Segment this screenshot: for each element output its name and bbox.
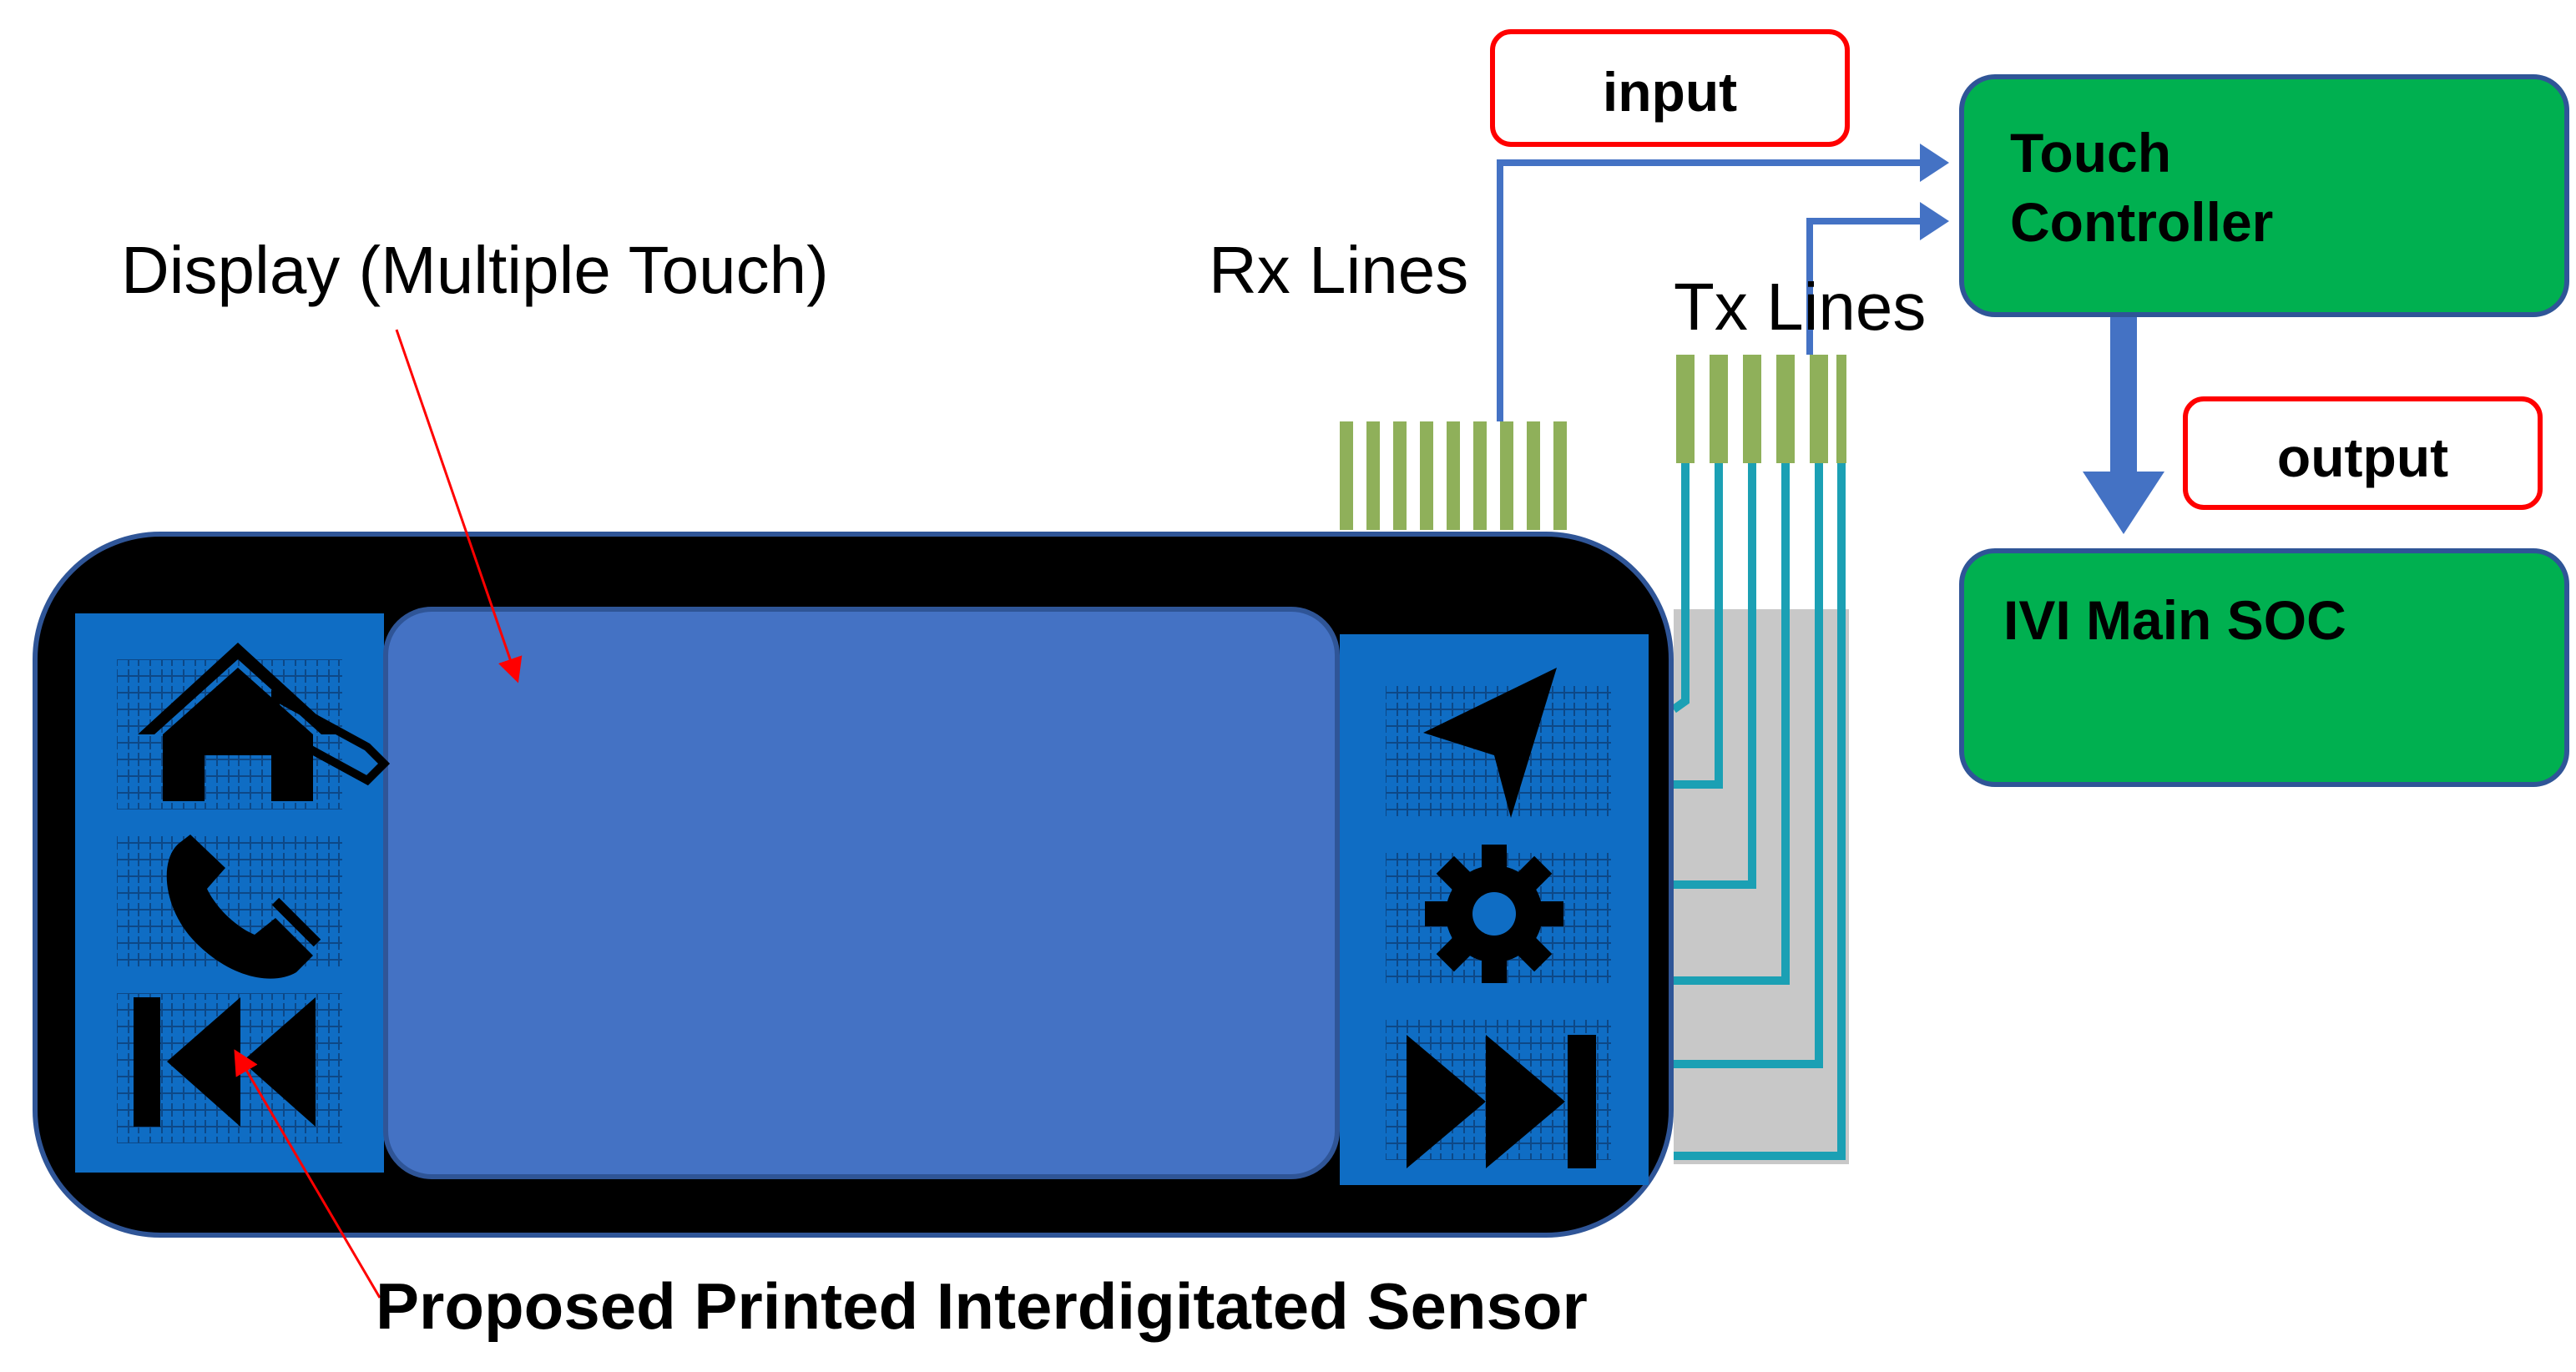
sensor-label: Proposed Printed Interdigitated Sensor — [376, 1269, 1588, 1343]
sensor-pointer-arrow — [234, 1049, 381, 1299]
gear-icon — [1425, 845, 1563, 983]
rx-connection — [1497, 159, 1920, 421]
tx-lines-label: Tx Lines — [1674, 270, 1927, 344]
rx-lines — [1340, 421, 1567, 530]
touch-controller-label-line1: Touch — [2010, 122, 2172, 184]
navigation-arrow-icon — [1423, 668, 1557, 818]
home-icon — [138, 643, 391, 801]
display-label: Display (Multiple Touch) — [121, 233, 829, 307]
input-tag-box — [1490, 29, 1850, 147]
output-arrow — [2083, 317, 2164, 534]
touch-controller-box — [1959, 74, 2569, 317]
tx-lines — [1671, 355, 1849, 1160]
rx-lines-label: Rx Lines — [1209, 233, 1469, 307]
fast-forward-icon — [1407, 1035, 1596, 1168]
output-tag-box — [2183, 396, 2543, 510]
ivi-main-soc-label: IVI Main SOC — [2003, 589, 2346, 651]
output-tag: output — [2276, 426, 2449, 488]
touch-controller-label-line2: Controller — [2010, 191, 2274, 253]
display-pointer-arrow — [395, 329, 523, 683]
rewind-icon — [134, 997, 316, 1127]
tx-connection — [1806, 218, 1920, 355]
display-screen — [383, 607, 1340, 1179]
phone-icon — [166, 835, 321, 979]
ivi-main-soc-box — [1959, 548, 2569, 787]
input-tag: input — [1602, 61, 1738, 123]
